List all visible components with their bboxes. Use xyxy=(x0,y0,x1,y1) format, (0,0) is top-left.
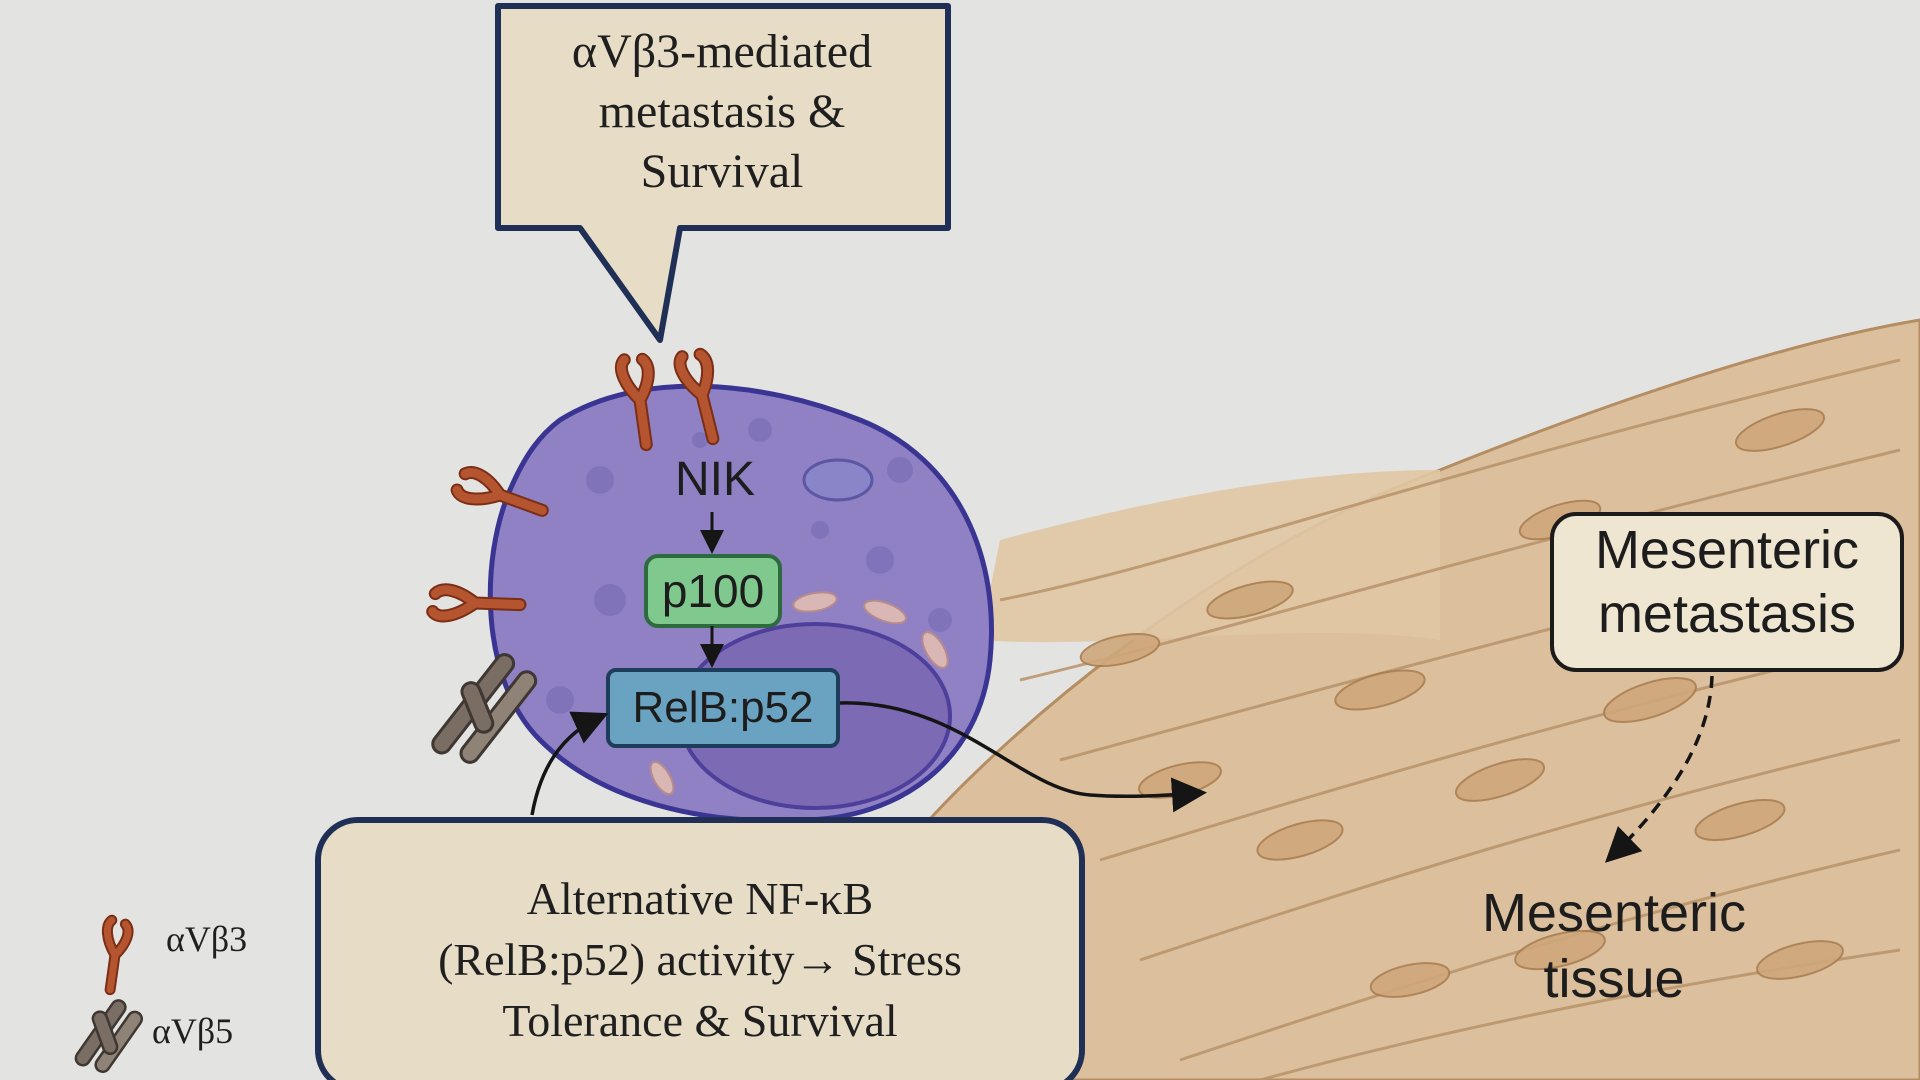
metastasis-to-tissue-arrow xyxy=(1604,675,1714,863)
integrin-avb3-top-left xyxy=(614,352,655,452)
mesenteric-tissue xyxy=(918,318,1920,1080)
callout-line-2: metastasis & xyxy=(598,85,846,138)
integrin-avb3-icon xyxy=(101,914,134,996)
stress-to-relb-arrow xyxy=(530,711,609,816)
stress-line-2: (RelB:p52) activity→ Stress xyxy=(438,934,962,985)
stress-tolerance-box xyxy=(315,817,1085,1080)
integrin-avb5-icon xyxy=(74,999,144,1074)
metastasis-line-1: Mesenteric xyxy=(1594,520,1860,580)
relb-p52-box xyxy=(606,668,840,748)
metastasis-line-2: metastasis xyxy=(1597,584,1857,644)
legend-avb5-label: αVβ5 xyxy=(152,1011,234,1051)
relb-to-tissue-arrow xyxy=(839,701,1207,813)
stress-line-3: Tolerance & Survival xyxy=(502,995,898,1046)
callout-bubble xyxy=(495,3,951,343)
relb-p52-label: RelB:p52 xyxy=(632,683,814,732)
mesenteric-metastasis-box xyxy=(1550,512,1904,672)
stress-line-1: Alternative NF-κB xyxy=(526,873,874,924)
nik-label: NIK xyxy=(674,453,755,506)
mesenteric-tissue-label: Mesenteric tissue xyxy=(1412,880,1816,1012)
callout-line-3: Survival xyxy=(640,145,804,198)
integrin-avb3-left-lower xyxy=(426,583,527,623)
mesenteric-metastasis-label: Mesenteric metastasis xyxy=(1552,518,1902,646)
stress-tolerance-text: Alternative NF-κB (RelB:p52) activity→ S… xyxy=(318,868,1082,1051)
integrin-avb3-top-right xyxy=(673,347,720,446)
integrin-avb3-left-upper xyxy=(450,466,549,517)
legend-avb3-label: αVβ3 xyxy=(166,919,248,959)
integrin-avb5-membrane xyxy=(431,653,538,764)
callout-line-1: αVβ3-mediated xyxy=(571,25,873,78)
callout-text: αVβ3-mediated metastasis & Survival xyxy=(498,22,946,202)
p100-label: p100 xyxy=(661,565,765,617)
tissue-line-1: Mesenteric xyxy=(1481,883,1747,943)
tissue-line-2: tissue xyxy=(1543,949,1685,1009)
